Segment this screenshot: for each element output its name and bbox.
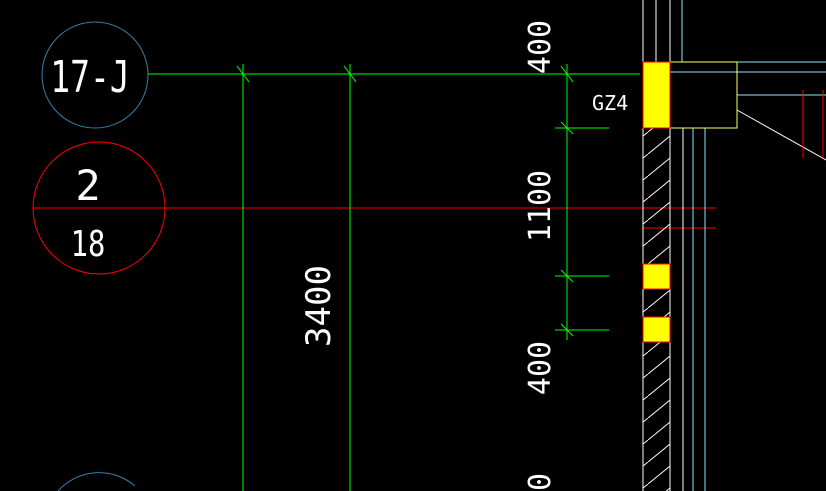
- column-middle[interactable]: [642, 263, 671, 290]
- axis-bubble-top[interactable]: 17-J: [41, 21, 149, 129]
- leader-diagonal-line: [736, 109, 826, 161]
- red-dashed-lines-right: [802, 90, 824, 158]
- axis-bubble-top-circle: [41, 21, 149, 129]
- dimension-ticks-right: [560, 121, 574, 337]
- dimension-extension-lines: [555, 127, 609, 331]
- wall-hatch: [643, 128, 670, 491]
- dimension-span-3400: 3400: [299, 265, 339, 347]
- dimension-lower-400: 400: [523, 341, 558, 395]
- dimension-bottom-partial: 0: [523, 473, 558, 491]
- axis-bubble-middle[interactable]: 2 18: [32, 141, 166, 275]
- axis-bubble-middle-numerator: 2: [75, 161, 100, 210]
- dimension-middle-1100: 1100: [523, 170, 558, 242]
- axis-bubble-middle-denominator: 18: [71, 223, 106, 265]
- cyan-lines: [670, 0, 826, 491]
- column-tag-gz4[interactable]: GZ4: [592, 91, 628, 115]
- dimension-top-400: 400: [523, 20, 558, 74]
- axis-bubble-bottom-partial: [57, 472, 136, 491]
- dimension-ticks-top: [236, 65, 574, 83]
- axis-bubble-top-label: 17-J: [50, 52, 129, 103]
- column-lower[interactable]: [642, 316, 671, 343]
- column-gz4[interactable]: [642, 61, 671, 129]
